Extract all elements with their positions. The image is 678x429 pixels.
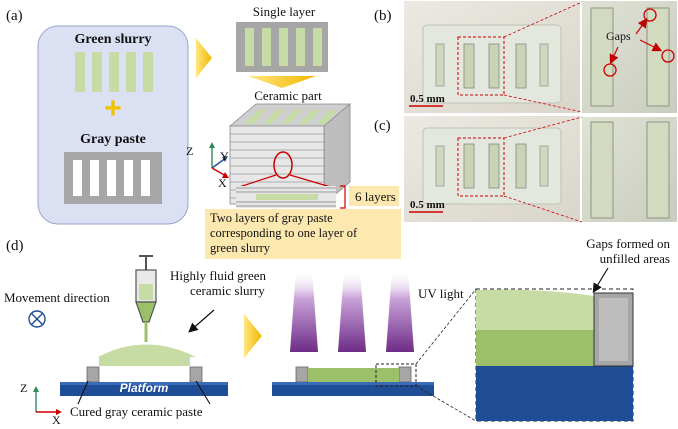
process-arrow-down — [248, 76, 316, 88]
platform-label: Platform — [120, 381, 169, 395]
process-arrow-right — [196, 38, 212, 78]
into-page-icon — [28, 310, 46, 328]
zoom-line-bottom — [415, 385, 477, 422]
axes-a: Z Y X — [186, 142, 229, 190]
zoom-line-top — [415, 288, 477, 365]
syringe-nozzle — [135, 255, 157, 342]
gaps-label: Gaps — [606, 29, 631, 43]
panel-label-b: (b) — [374, 8, 392, 24]
scale-bar-b: 0.5 mm — [410, 93, 445, 105]
materials-box: Green slurry + Gray paste — [37, 25, 189, 225]
note-line-2: corresponding to one layer of — [210, 226, 358, 240]
ceramic-part-label: Ceramic part — [254, 88, 322, 103]
layers-bracket — [340, 185, 346, 209]
note-line-1: Two layers of gray paste — [210, 211, 333, 225]
gaps-pointer — [592, 267, 609, 294]
photo-c: 0.5 mm — [404, 116, 580, 222]
green-slurry-stripes — [75, 52, 153, 92]
zoom-photo-c — [582, 117, 677, 222]
slurry-pointer — [188, 309, 215, 333]
printer-stage-1: Platform — [60, 344, 228, 396]
movement-direction-label: Movement direction — [4, 290, 110, 305]
axis-z-d: Z — [20, 381, 27, 395]
process-arrow-d — [244, 314, 262, 358]
slurry-label-2: ceramic slurry — [190, 283, 265, 298]
panel-label-d: (d) — [6, 238, 24, 254]
layer-note: Two layers of gray paste corresponding t… — [205, 209, 401, 259]
green-slurry-label: Green slurry — [74, 32, 151, 47]
note-line-3: green slurry — [210, 241, 271, 255]
six-layers-tag: 6 layers — [349, 186, 399, 206]
panel-label-a: (a) — [6, 8, 23, 24]
cured-paste-label: Cured gray ceramic paste — [70, 404, 203, 419]
axis-x-a: X — [218, 176, 227, 190]
axes-d: Z X — [20, 381, 62, 427]
single-layer-label: Single layer — [253, 4, 316, 19]
zoom-cross-section — [475, 288, 634, 422]
single-layer-plate — [236, 22, 328, 72]
gray-paste-grid — [64, 152, 162, 204]
slurry-label-1: Highly fluid green — [170, 268, 267, 283]
zoom-lines-b — [503, 1, 583, 223]
axis-y-a: Y — [220, 149, 229, 163]
cured-pointer-left — [77, 380, 89, 405]
printer-stage-2 — [272, 363, 434, 396]
six-layers-label: 6 layers — [355, 189, 396, 204]
uv-beams — [290, 270, 414, 352]
cured-pointer-right — [195, 380, 211, 405]
axis-z-a: Z — [186, 144, 193, 158]
gaps-formed-label-1: Gaps formed on — [586, 236, 670, 251]
gray-paste-label: Gray paste — [80, 132, 146, 147]
gaps-formed-label-2: unfilled areas — [600, 251, 670, 266]
zoom-photo-b: Gaps — [582, 1, 677, 113]
uv-light-label: UV light — [418, 286, 464, 301]
layer-cross-section — [236, 186, 336, 208]
photo-b: 0.5 mm — [404, 1, 580, 113]
axis-x-d: X — [52, 413, 61, 427]
panel-label-c: (c) — [374, 118, 391, 134]
scale-bar-c: 0.5 mm — [410, 199, 445, 211]
plus-sign: + — [104, 92, 122, 125]
